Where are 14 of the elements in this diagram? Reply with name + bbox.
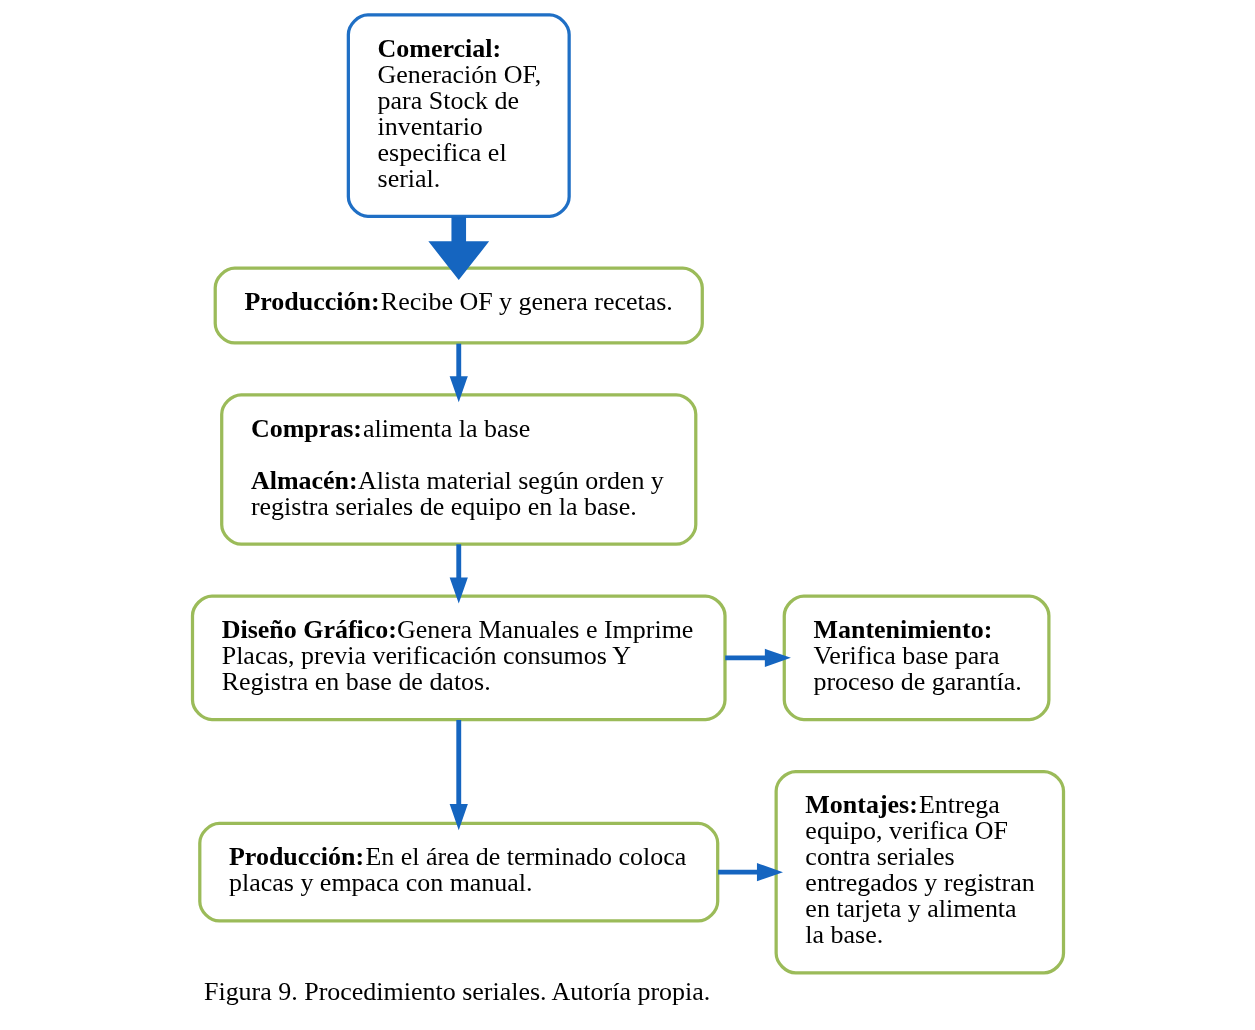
arrow xyxy=(449,719,468,831)
arrow xyxy=(449,343,468,403)
arrow xyxy=(717,863,783,882)
node-box: Mantenimiento: Verifica base para proceso de garantía. xyxy=(782,594,1050,722)
arrow xyxy=(449,544,468,604)
arrow xyxy=(427,216,489,280)
node-box: Comercial: Generación OF, para Stock de inventario especifica el serial. xyxy=(346,13,571,218)
node-box: Diseño Gráfico:Genera Manuales e Imprime Placas, previa verificación consumos Y Registra en base de datos. xyxy=(190,594,727,722)
node-box: Compras:alimenta la base Almacén:Alista material según orden y registra seriales de equipo en la base. xyxy=(219,393,697,546)
arrow xyxy=(724,648,791,667)
node-box: Montajes:Entrega equipo, verifica OF contra seriales entregados y registran en tarjeta y alimenta la base. xyxy=(774,769,1065,975)
node-box: Producción:En el área de terminado coloca placas y empaca con manual. xyxy=(197,821,719,923)
caption: Figura 9. Procedimiento seriales. Autoría propia. xyxy=(203,977,710,1007)
node-box: Producción:Recibe OF y genera recetas. xyxy=(213,266,704,345)
